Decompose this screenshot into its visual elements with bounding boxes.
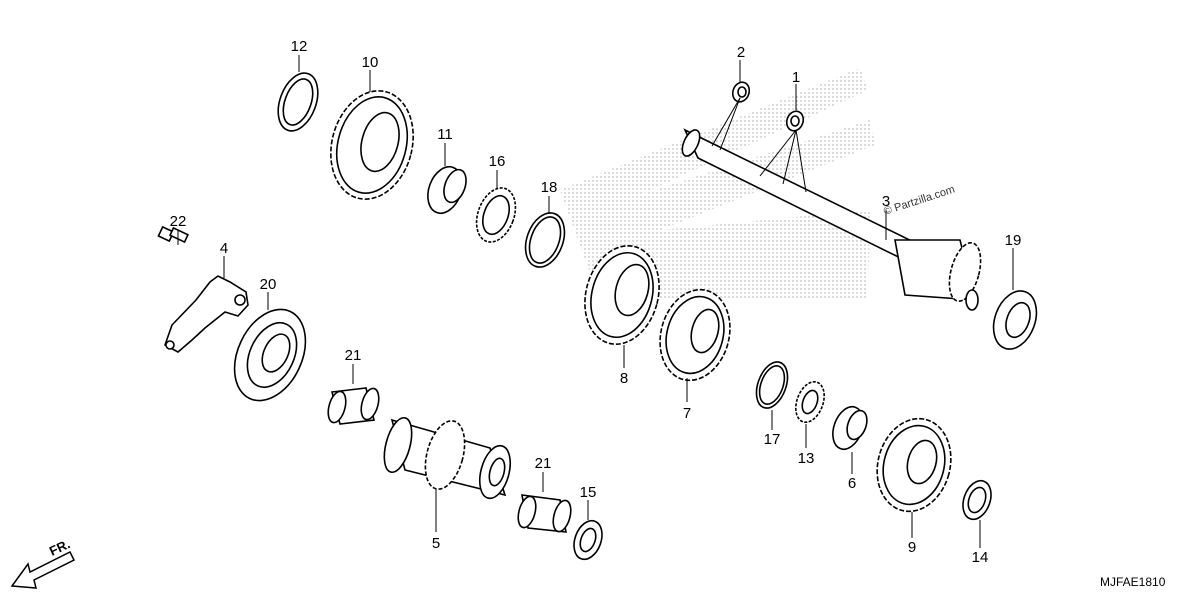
callout-3: 3 [882,193,890,210]
callout-labels: 1 2 3 4 5 6 7 8 9 10 11 12 13 14 15 16 1… [170,38,1022,566]
part-2-collar[interactable] [730,80,752,104]
callout-14: 14 [972,549,989,566]
part-13-splined-washer[interactable] [791,378,830,426]
part-16-splined-washer[interactable] [470,183,523,248]
part-8-gear[interactable] [574,237,669,352]
callout-22: 22 [170,213,187,230]
diagram-code: MJFAE1810 [1100,575,1166,589]
part-15-washer[interactable] [569,517,607,563]
part-5-countershaft[interactable] [379,415,515,502]
part-22-bolt[interactable] [157,225,190,244]
part-11-bushing[interactable] [422,162,470,218]
callout-10: 10 [362,54,379,71]
part-21-needle-bearing-upper[interactable] [325,386,382,425]
callout-21-lower: 21 [535,455,552,472]
callout-13: 13 [798,450,815,467]
callout-9: 9 [908,539,916,556]
part-6-bushing[interactable] [827,403,870,454]
part-12-thrust-washer[interactable] [271,68,325,137]
part-18-snap-ring[interactable] [519,208,572,273]
callout-2: 2 [737,44,745,61]
callout-7: 7 [683,405,691,422]
leader-lines [177,55,1014,548]
callout-19: 19 [1005,232,1022,249]
part-20-bearing[interactable] [221,298,320,412]
callout-17: 17 [764,431,781,448]
callout-1: 1 [792,69,800,86]
callout-12: 12 [291,38,308,55]
callout-4: 4 [220,240,228,257]
callout-18: 18 [541,179,558,196]
part-3-mainshaft[interactable] [679,127,987,311]
callout-11: 11 [437,126,453,143]
part-10-gear[interactable] [319,82,425,209]
callout-20: 20 [260,276,277,293]
part-9-gear[interactable] [867,410,961,519]
part-14-washer[interactable] [958,477,996,523]
callout-6: 6 [848,475,856,492]
background-wing-logo [560,68,875,300]
part-21-needle-bearing-lower[interactable] [515,494,574,533]
part-4-setting-plate[interactable] [164,275,249,353]
callout-5: 5 [432,535,440,552]
part-17-snap-ring[interactable] [751,358,794,413]
part-1-collar[interactable] [784,109,806,133]
callout-8: 8 [620,370,628,387]
callout-15: 15 [580,484,597,501]
watermark-text: © Partzilla.com [882,184,956,218]
callout-21-upper: 21 [345,347,362,364]
callout-16: 16 [489,153,506,170]
front-direction-arrow: FR. [10,536,76,589]
part-7-gear[interactable] [650,282,739,388]
part-19-bearing[interactable] [986,285,1044,355]
